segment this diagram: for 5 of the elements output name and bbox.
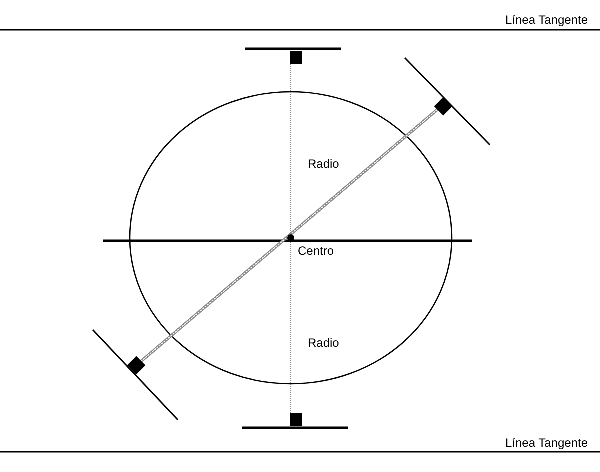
line-label: Línea Tangente (505, 13, 588, 27)
radius-label: Radio (308, 336, 340, 350)
line-label: Línea Tangente (505, 436, 588, 450)
center-label: Centro (298, 244, 334, 258)
radius-label: Radio (308, 157, 340, 171)
